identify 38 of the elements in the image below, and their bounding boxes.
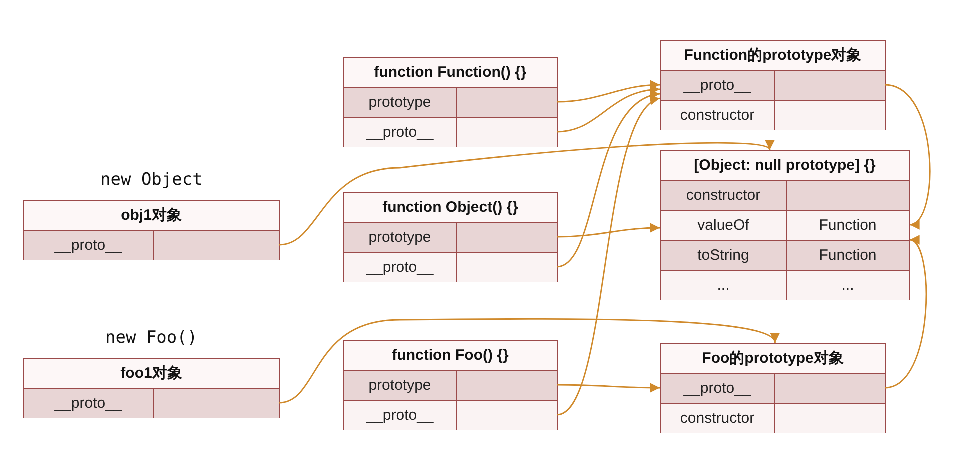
value-cell bbox=[786, 180, 909, 210]
value-cell: Function bbox=[786, 240, 909, 270]
object-table bbox=[660, 150, 910, 300]
value-cell: ... bbox=[786, 270, 909, 300]
property-cell: ... bbox=[661, 270, 786, 300]
table-header: function Function() {} bbox=[373, 63, 528, 83]
property-cell: __proto__ bbox=[24, 388, 153, 418]
value-cell bbox=[774, 100, 885, 130]
table-header: foo1对象 bbox=[120, 364, 184, 384]
value-cell bbox=[774, 373, 885, 403]
value-cell bbox=[153, 388, 279, 418]
table-header: obj1对象 bbox=[120, 206, 183, 226]
arrow bbox=[556, 80, 660, 103]
object-table bbox=[23, 358, 280, 418]
property-cell: __proto__ bbox=[344, 117, 456, 147]
value-cell bbox=[456, 87, 557, 117]
value-cell bbox=[456, 400, 557, 430]
property-cell: __proto__ bbox=[661, 70, 774, 100]
value-cell bbox=[774, 403, 885, 433]
property-cell: constructor bbox=[661, 100, 774, 130]
value-cell bbox=[456, 252, 557, 282]
value-cell bbox=[774, 70, 885, 100]
property-cell: toString bbox=[661, 240, 786, 270]
object-table bbox=[660, 40, 886, 130]
arrow bbox=[556, 85, 660, 133]
property-cell: __proto__ bbox=[24, 230, 153, 260]
value-cell: Function bbox=[786, 210, 909, 240]
value-cell bbox=[153, 230, 279, 260]
property-cell: __proto__ bbox=[344, 400, 456, 430]
property-cell: constructor bbox=[661, 403, 774, 433]
table-header: Function的prototype对象 bbox=[683, 46, 863, 66]
instance-label: new Foo() bbox=[106, 328, 198, 348]
value-cell bbox=[456, 117, 557, 147]
object-table bbox=[23, 200, 280, 260]
property-cell: prototype bbox=[344, 87, 456, 117]
property-cell: __proto__ bbox=[344, 252, 456, 282]
instance-label: new Object bbox=[100, 170, 203, 190]
object-table bbox=[343, 57, 558, 147]
